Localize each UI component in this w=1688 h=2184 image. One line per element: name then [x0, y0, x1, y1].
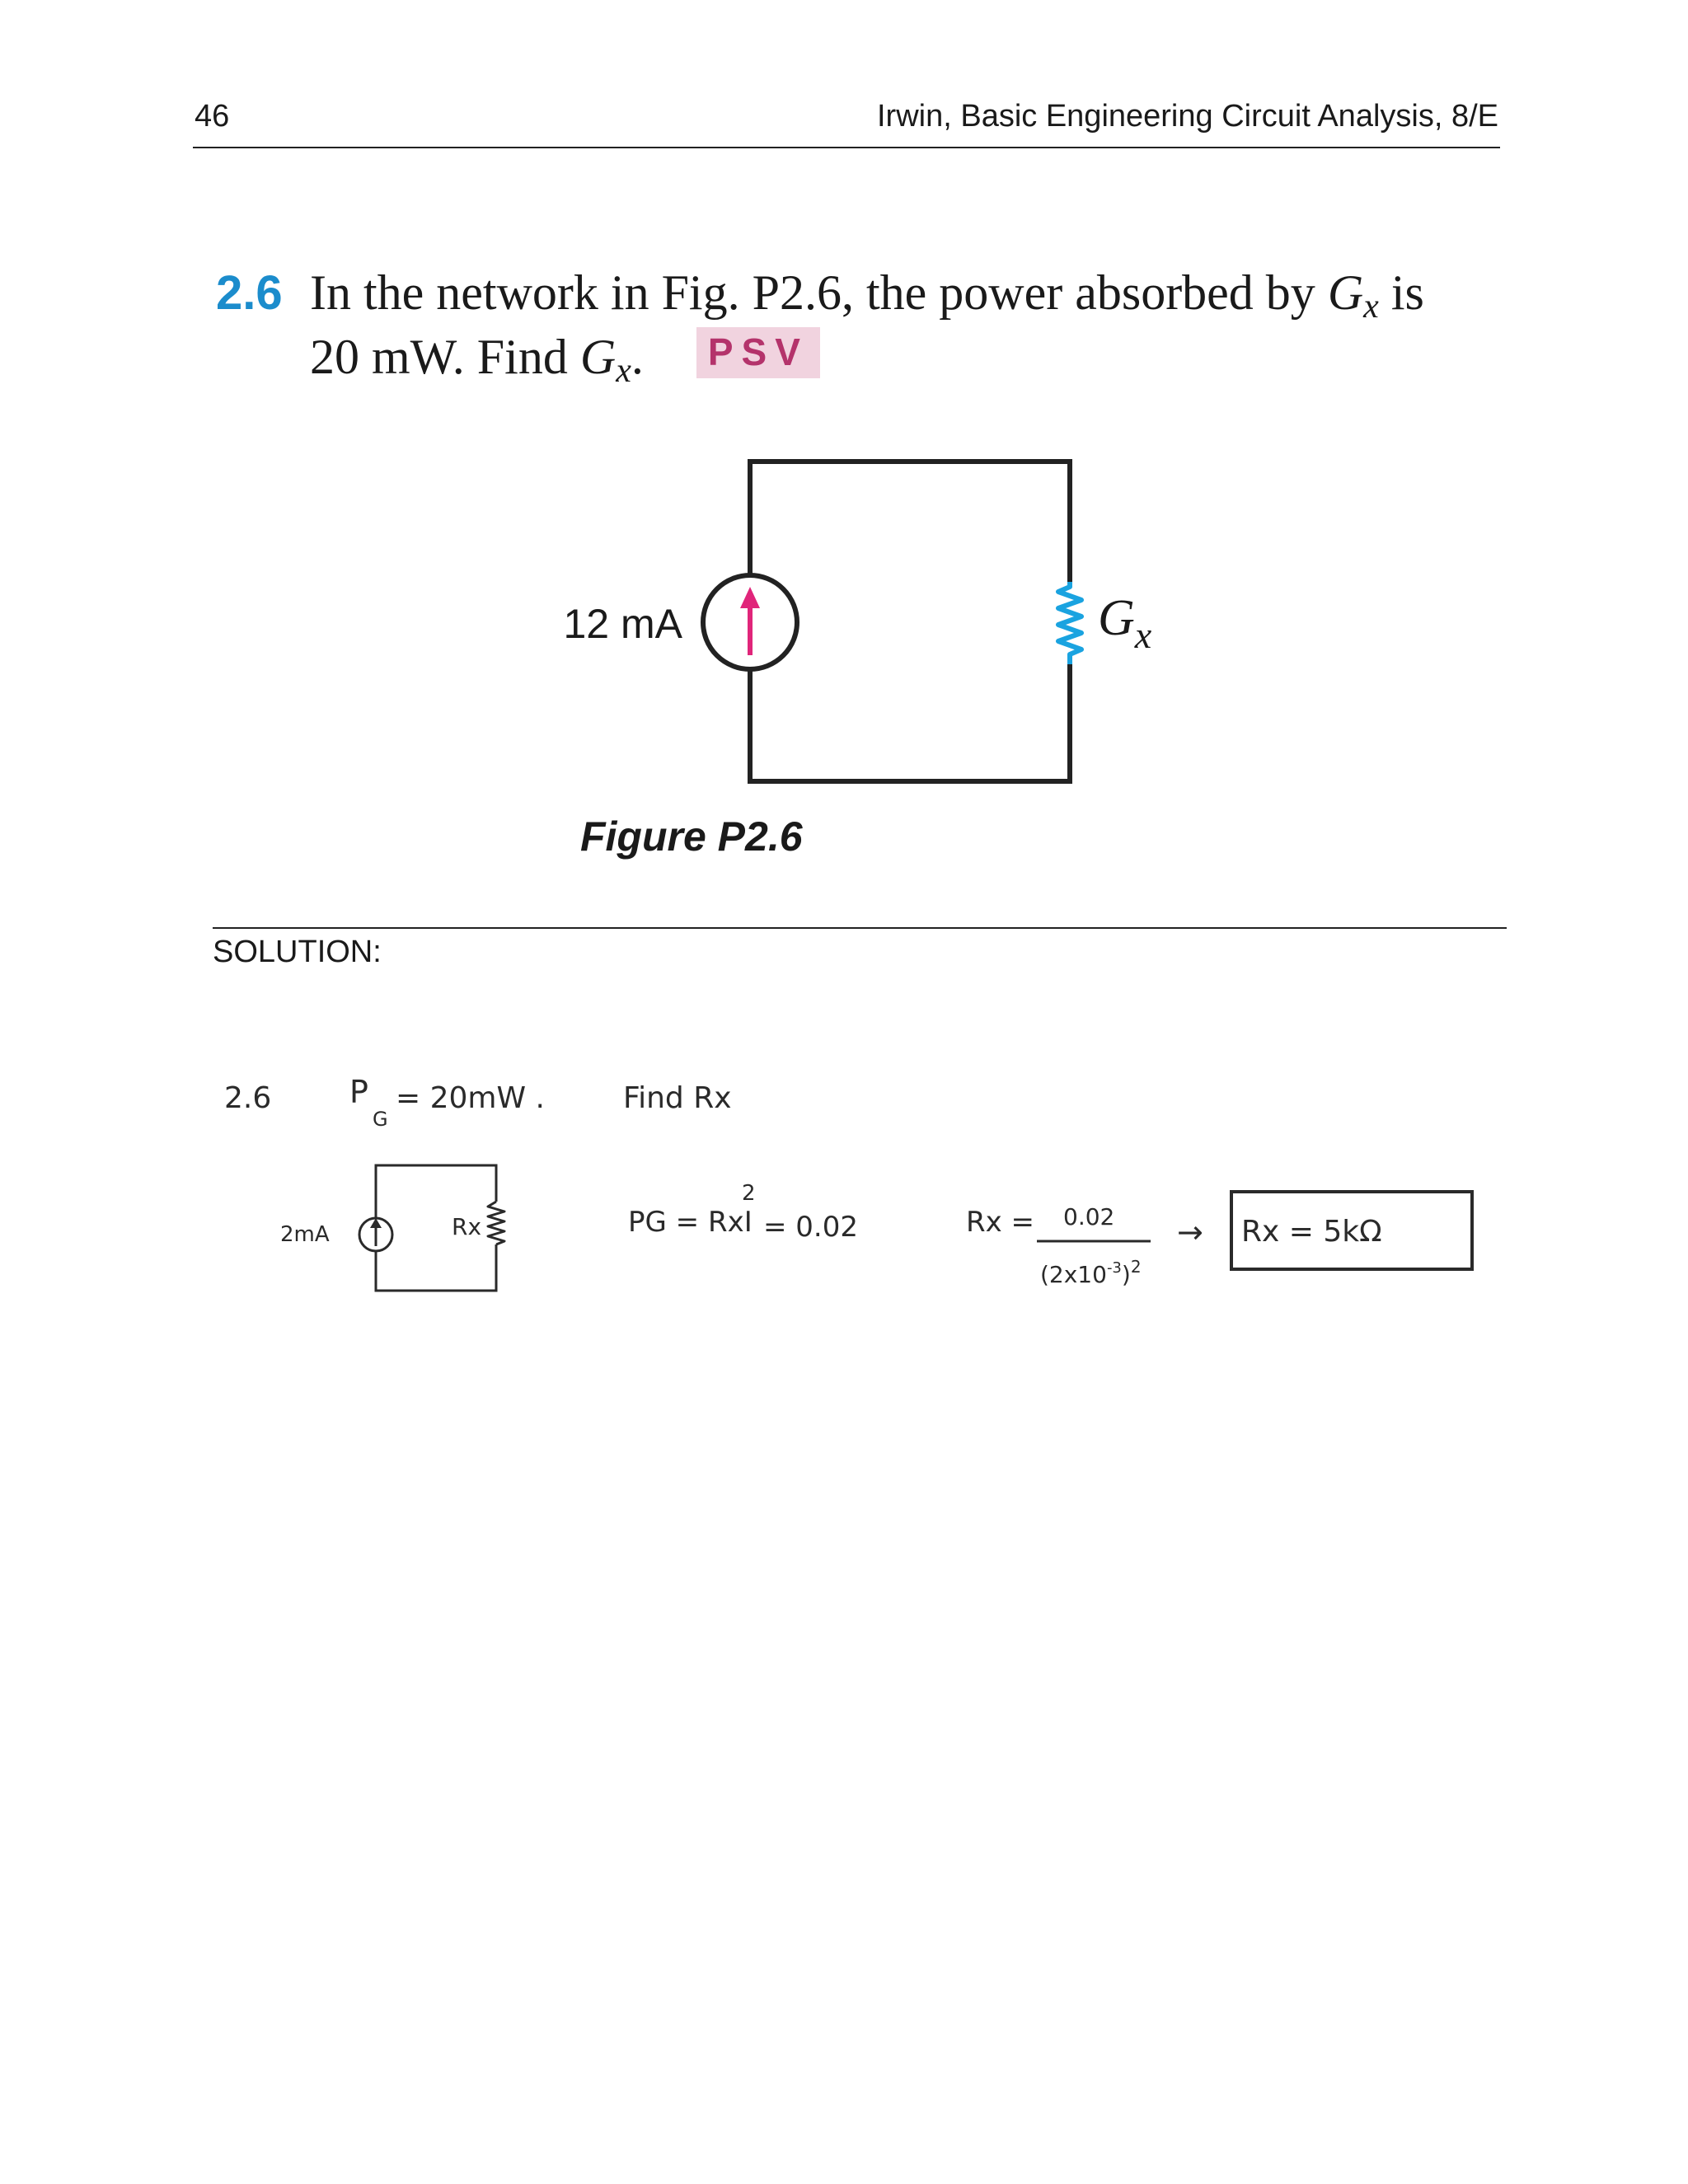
element-label: Gx	[1098, 590, 1152, 656]
problem-line2-var: G	[579, 330, 617, 384]
problem-line2-sub: x	[616, 352, 631, 390]
hw-answer: Rx = 5kΩ	[1241, 1215, 1382, 1249]
hw-given-p: P	[349, 1074, 368, 1110]
psv-badge[interactable]: PSV	[696, 327, 820, 378]
solution-rule	[213, 927, 1507, 929]
hw-eq2-lhs: Rx =	[966, 1206, 1034, 1239]
problem-line2-end: .	[631, 330, 644, 384]
figure-caption: Figure P2.6	[580, 813, 803, 860]
problem-line-1: In the network in Fig. P2.6, the power a…	[310, 260, 1480, 325]
hw-eq2-num: 0.02	[1063, 1203, 1114, 1230]
running-head: Irwin, Basic Engineering Circuit Analysi…	[877, 99, 1498, 134]
arrow-up-icon	[740, 587, 760, 608]
hw-resistor-label: Rx	[452, 1213, 481, 1240]
element-sub: x	[1134, 614, 1152, 656]
current-source	[701, 573, 799, 672]
handwritten-solution: 2.6 P G = 20mW . Find Rx 2mA Rx PG = RxI…	[224, 1074, 1474, 1292]
hw-eq2-den-exp: -3	[1107, 1259, 1122, 1277]
hw-source-label: 2mA	[280, 1222, 330, 1247]
hw-eq1-sup: 2	[742, 1181, 756, 1206]
hw-eq2-den: (2x10-3)2	[1040, 1257, 1142, 1288]
element-var: G	[1098, 590, 1135, 646]
problem-line1-text: In the network in Fig. P2.6, the power a…	[310, 265, 1328, 320]
hw-given-p-sub: G	[373, 1108, 388, 1131]
hw-arrow-up-icon	[370, 1218, 382, 1228]
hw-eq2-den-sq: 2	[1131, 1257, 1142, 1277]
hw-arrow: →	[1177, 1214, 1203, 1250]
problem-line1-sub: x	[1363, 288, 1379, 326]
resistor-gx	[1056, 582, 1084, 664]
hw-eq2-den-end: )	[1122, 1261, 1131, 1288]
hw-find: Find Rx	[623, 1081, 732, 1115]
problem-statement: In the network in Fig. P2.6, the power a…	[310, 260, 1480, 389]
problem-line-2: 20 mW. Find Gx. PSV	[310, 325, 1480, 389]
header-rule	[193, 147, 1500, 148]
solution-label: SOLUTION:	[213, 935, 382, 969]
source-label: 12 mA	[563, 601, 682, 647]
hw-problem-number: 2.6	[224, 1081, 271, 1115]
hw-eq1-rhs: = 0.02	[763, 1211, 858, 1244]
problem-line1-var: G	[1327, 265, 1364, 320]
circuit-wires	[748, 459, 1072, 784]
hw-eq2-den-base: (2x10	[1040, 1261, 1107, 1288]
hw-answer-box	[1230, 1190, 1474, 1271]
problem-line2-text: 20 mW. Find	[310, 330, 580, 384]
hw-eq1: PG = RxI	[628, 1206, 753, 1239]
page-number: 46	[195, 99, 230, 134]
problem-number: 2.6	[216, 266, 283, 320]
hw-given-value: = 20mW .	[396, 1081, 545, 1115]
problem-line1-end: is	[1378, 265, 1424, 320]
